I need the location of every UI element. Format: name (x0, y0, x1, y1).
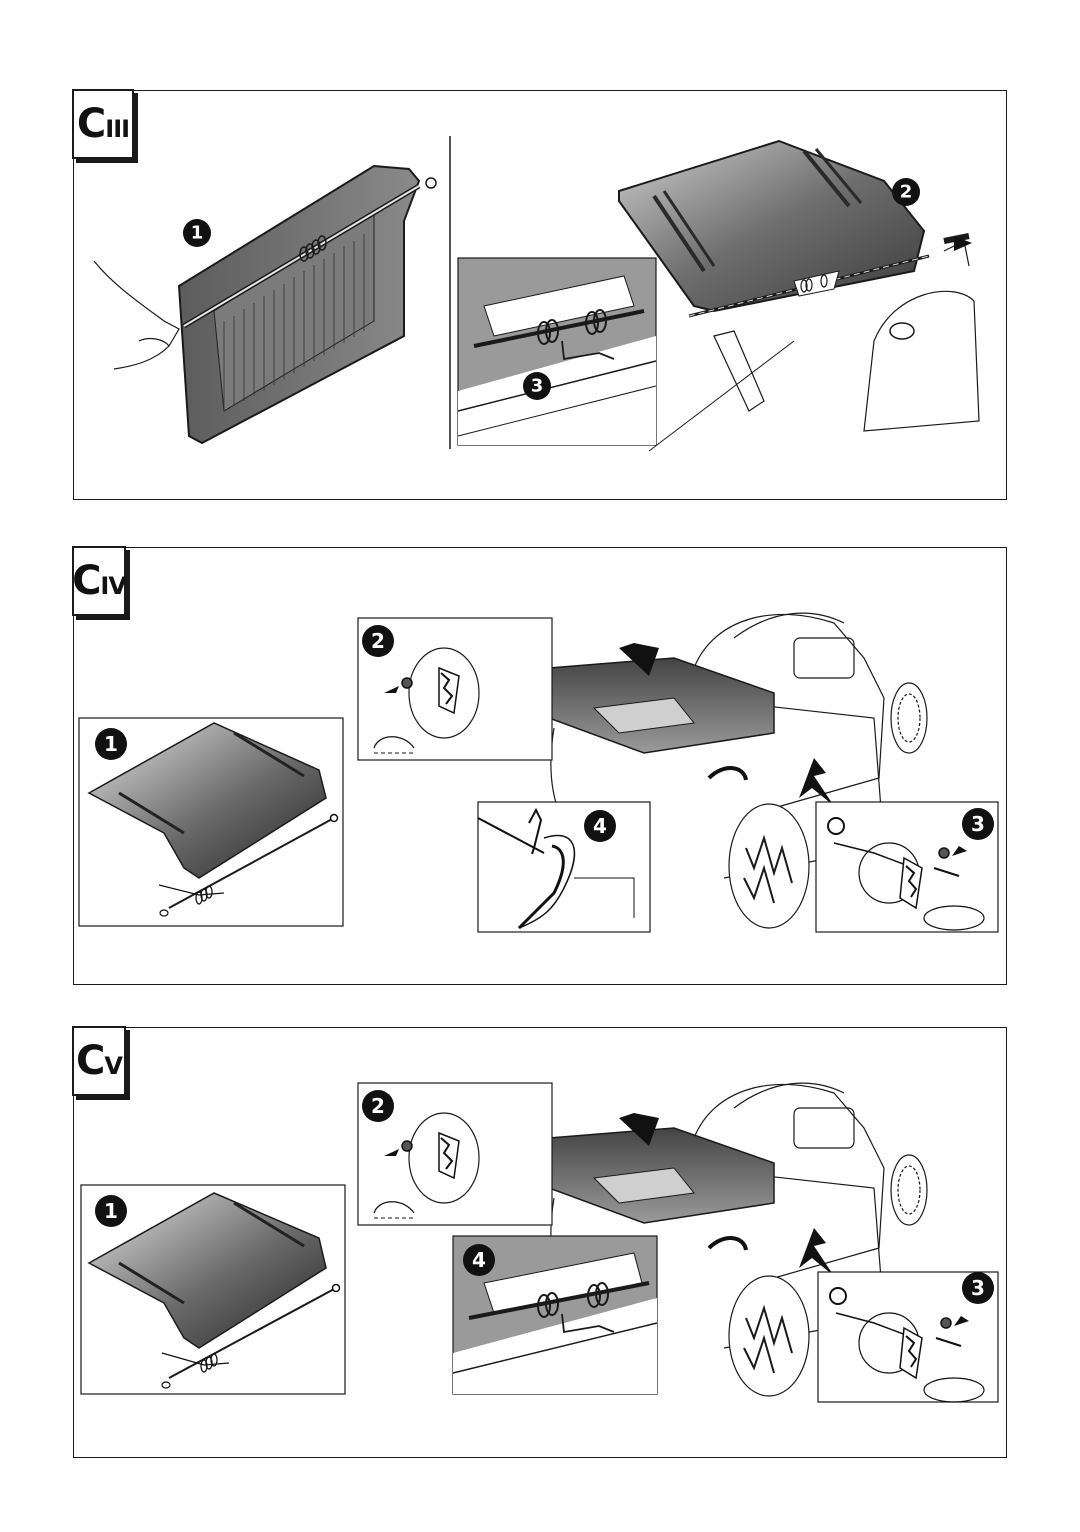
c3-spring-detail-inset (457, 257, 657, 446)
svg-text:1: 1 (104, 732, 118, 756)
c5-step-4-badge: 4 (463, 1244, 495, 1276)
svg-text:2: 2 (371, 1094, 385, 1118)
section-c3-label: CIII (72, 89, 134, 159)
section-c4-illustration: 1 (78, 612, 999, 933)
svg-text:1: 1 (191, 223, 204, 244)
c5-step-3-badge: 3 (962, 1272, 994, 1304)
section-c4-panel: CIV 1 (72, 546, 1007, 985)
c4-step-3-badge: 3 (962, 808, 994, 840)
section-c5-panel: CV 1 (72, 1026, 1007, 1458)
svg-text:3: 3 (531, 376, 544, 397)
section-c3-illustration: 1 3 (93, 136, 980, 452)
section-c5-label: CV (72, 1026, 126, 1096)
svg-text:4: 4 (593, 814, 607, 838)
c5-roller-cover (548, 1090, 834, 1276)
c4-step-2-badge: 2 (362, 625, 394, 657)
c3-step-1-badge: 1 (183, 219, 211, 247)
c3-step-2-badge: 2 (892, 178, 920, 206)
c5-step-1-badge: 1 (95, 1195, 127, 1227)
c4-parts-box (78, 717, 344, 927)
c3-flap-rear-view (93, 164, 437, 445)
c5-step-2-badge: 2 (362, 1090, 394, 1122)
c3-flap-mounted-view (618, 139, 980, 452)
section-c5-illustration: 1 (80, 1082, 999, 1403)
section-c3-panel: CIII (72, 89, 1007, 500)
svg-text:3: 3 (971, 1276, 985, 1300)
c4-roller-cover (548, 620, 834, 806)
svg-text:1: 1 (104, 1199, 118, 1223)
svg-text:2: 2 (900, 182, 913, 203)
c4-step-4-badge: 4 (584, 810, 616, 842)
c4-step-1-badge: 1 (95, 728, 127, 760)
section-c4-label: CIV (72, 546, 127, 616)
svg-text:3: 3 (971, 812, 985, 836)
svg-text:2: 2 (371, 629, 385, 653)
c4-mower-view (550, 612, 928, 929)
c5-parts-box (80, 1184, 346, 1395)
svg-text:4: 4 (472, 1248, 486, 1272)
c4-step-4-inset (477, 801, 651, 933)
c3-step-3-badge: 3 (523, 372, 551, 400)
